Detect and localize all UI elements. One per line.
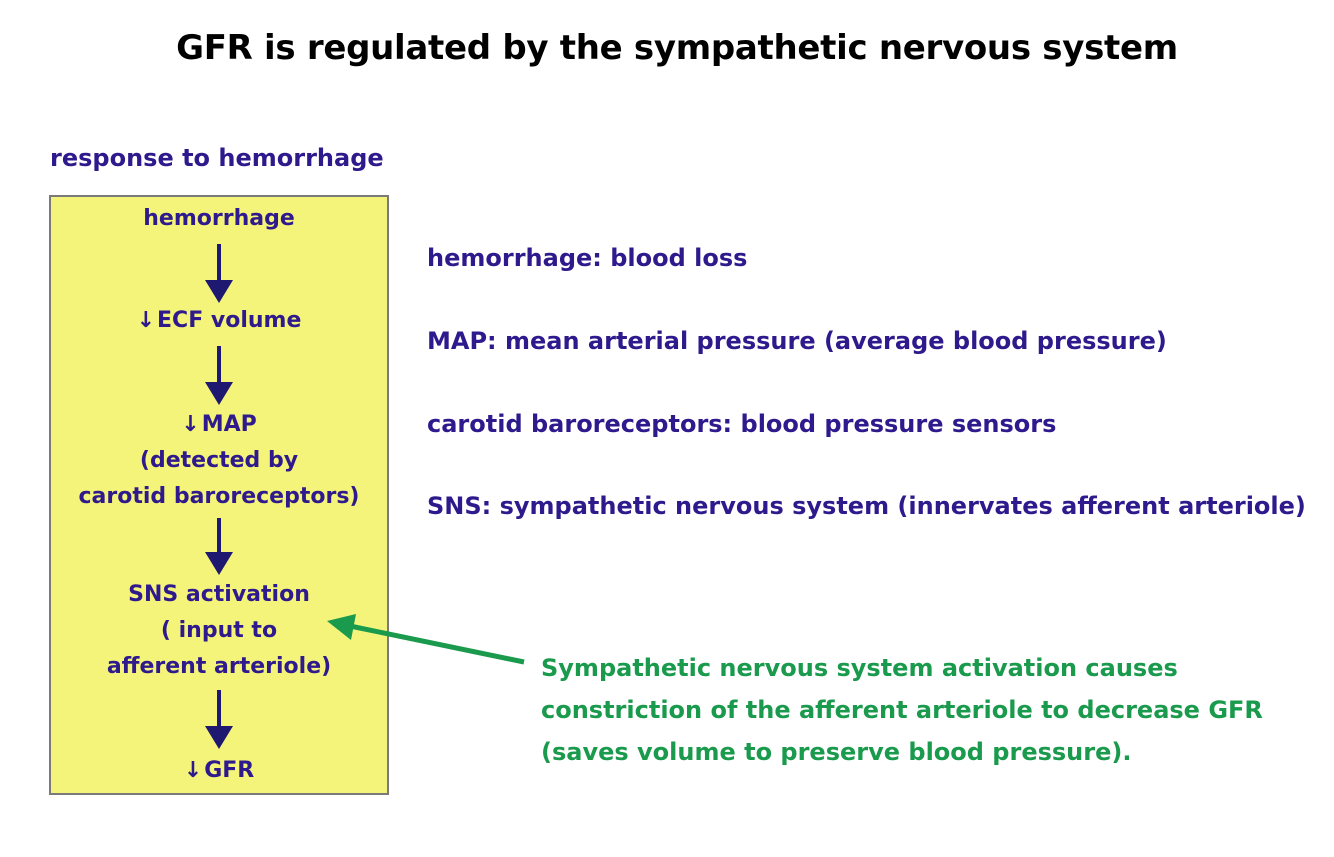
flow-arrow-2-icon xyxy=(205,346,233,405)
flow-step-gfr: ↓GFR xyxy=(51,753,387,789)
annotation-note: Sympathetic nervous system activation ca… xyxy=(541,654,1263,766)
flow-arrow-4-icon xyxy=(205,690,233,749)
page-title: GFR is regulated by the sympathetic nerv… xyxy=(176,28,1178,68)
pointer-arrow-icon xyxy=(327,614,525,665)
flow-arrow-3-icon xyxy=(205,518,233,575)
definition-carotid-baroreceptors: carotid baroreceptors: blood pressure se… xyxy=(427,410,1057,438)
decrease-arrow-icon: ↓ xyxy=(136,308,156,333)
flow-subtitle: response to hemorrhage xyxy=(50,144,384,172)
flow-step-ecf-volume: ↓ECF volume xyxy=(51,303,387,339)
decrease-arrow-icon: ↓ xyxy=(181,412,200,437)
decrease-arrow-icon: ↓ xyxy=(183,758,203,783)
flow-step-hemorrhage: hemorrhage xyxy=(143,206,295,231)
flow-step-map: ↓MAP (detected by carotid baroreceptors) xyxy=(51,407,387,515)
flow-arrow-1-icon xyxy=(205,244,233,303)
definition-hemorrhage: hemorrhage: blood loss xyxy=(427,244,748,272)
definition-sns: SNS: sympathetic nervous system (innerva… xyxy=(427,492,1306,520)
flow-step-sns-activation: SNS activation ( input to afferent arter… xyxy=(106,582,332,679)
definition-map: MAP: mean arterial pressure (average blo… xyxy=(427,327,1167,355)
